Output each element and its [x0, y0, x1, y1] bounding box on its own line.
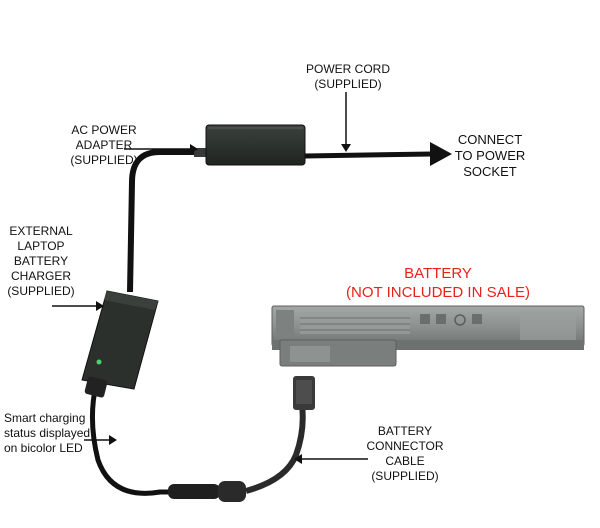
socket-arrow-icon [430, 142, 452, 166]
external-charger [81, 290, 159, 390]
barrel-connector [168, 484, 220, 499]
battery-pack [271, 305, 585, 367]
connect-socket-label: CONNECT TO POWER SOCKET [454, 132, 526, 179]
smart-charging-label: Smart charging status displayed on bicol… [4, 411, 91, 455]
battery-title: BATTERY (NOT INCLUDED IN SALE) [346, 265, 530, 301]
charger-output-cable [89, 384, 172, 496]
dc-cable [127, 149, 206, 293]
power-cord-label: POWER CORD (SUPPLIED) [306, 62, 390, 91]
ac-power-adapter [205, 124, 306, 166]
adapter-plug [194, 148, 208, 157]
cable-strain-relief [84, 376, 108, 398]
ac-adapter-label: AC POWER ADAPTER (SUPPLIED) [70, 123, 138, 167]
connector-cable-label: BATTERY CONNECTOR CABLE (SUPPLIED) [366, 424, 444, 483]
connector-cable [245, 404, 306, 494]
status-led [96, 359, 102, 365]
external-charger-label: EXTERNAL LAPTOP BATTERY CHARGER (SUPPLIE… [7, 224, 75, 298]
power-cord [304, 151, 433, 159]
